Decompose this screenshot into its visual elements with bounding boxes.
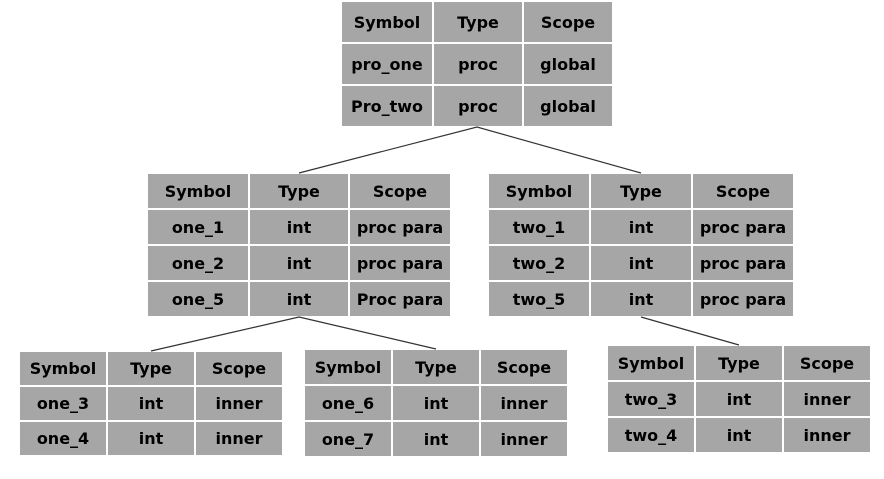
header-type: Type [393,350,479,384]
cell-scope: inner [481,386,567,420]
header-type: Type [591,174,691,208]
cell-scope: proc para [693,210,793,244]
header-type: Type [250,174,348,208]
cell-symbol: one_1 [148,210,248,244]
edge-global-to-pro_two [476,126,642,174]
cell-type: int [250,210,348,244]
cell-symbol: Pro_two [342,86,432,126]
cell-symbol: two_4 [608,418,694,452]
cell-symbol: one_6 [305,386,391,420]
cell-type: int [696,382,782,416]
cell-type: int [108,422,194,455]
header-scope: Scope [481,350,567,384]
cell-symbol: two_3 [608,382,694,416]
header-type: Type [108,352,194,385]
cell-type: int [250,282,348,316]
edge-global-to-pro_one [298,126,478,174]
cell-scope: proc para [693,282,793,316]
cell-type: int [393,386,479,420]
cell-type: int [108,387,194,420]
cell-symbol: one_5 [148,282,248,316]
cell-scope: proc para [350,210,450,244]
cell-scope: global [524,86,612,126]
edge-pro_two-to-inner_two [640,316,740,346]
cell-type: int [393,422,479,456]
cell-scope: inner [784,418,870,452]
cell-symbol: one_4 [20,422,106,455]
cell-symbol: one_7 [305,422,391,456]
cell-type: int [250,246,348,280]
header-symbol: Symbol [148,174,248,208]
cell-scope: proc para [350,246,450,280]
header-scope: Scope [350,174,450,208]
cell-scope: inner [784,382,870,416]
header-scope: Scope [784,346,870,380]
cell-symbol: one_3 [20,387,106,420]
cell-type: int [591,246,691,280]
header-symbol: Symbol [305,350,391,384]
header-scope: Scope [196,352,282,385]
header-symbol: Symbol [342,2,432,42]
header-scope: Scope [693,174,793,208]
header-symbol: Symbol [489,174,589,208]
cell-symbol: two_2 [489,246,589,280]
cell-type: proc [434,44,522,84]
cell-type: proc [434,86,522,126]
cell-symbol: one_2 [148,246,248,280]
cell-scope: Proc para [350,282,450,316]
header-type: Type [696,346,782,380]
cell-symbol: pro_one [342,44,432,84]
header-symbol: Symbol [608,346,694,380]
cell-type: int [696,418,782,452]
cell-type: int [591,210,691,244]
cell-type: int [591,282,691,316]
cell-scope: proc para [693,246,793,280]
edge-pro_one-to-inner_one_b [298,316,437,350]
cell-scope: inner [196,422,282,455]
header-type: Type [434,2,522,42]
edge-pro_one-to-inner_one_a [150,316,300,352]
header-scope: Scope [524,2,612,42]
cell-symbol: two_1 [489,210,589,244]
cell-symbol: two_5 [489,282,589,316]
cell-scope: global [524,44,612,84]
cell-scope: inner [481,422,567,456]
header-symbol: Symbol [20,352,106,385]
cell-scope: inner [196,387,282,420]
